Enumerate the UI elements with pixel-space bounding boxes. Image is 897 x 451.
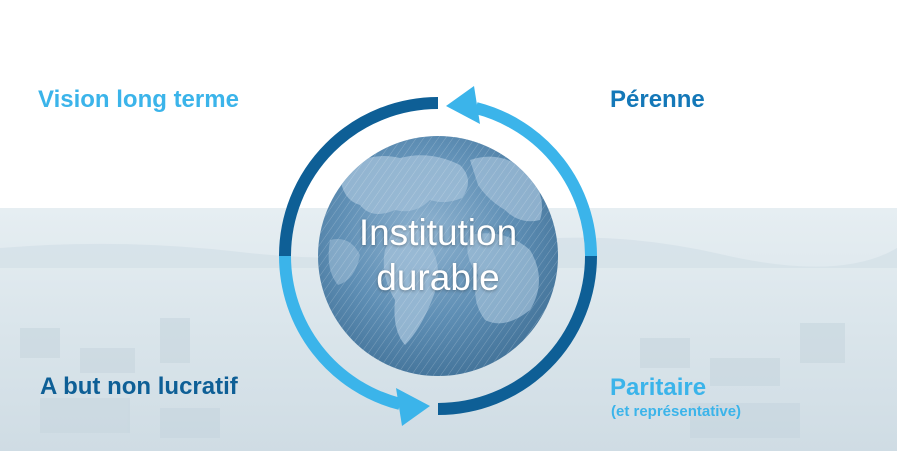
center-title: Institution durable [318,210,558,300]
label-but-non-lucratif: A but non lucratif [40,373,238,400]
center-title-line2: durable [376,257,500,298]
cycle-arrow-icon [279,86,597,426]
globe-icon [318,136,558,376]
center-title-line1: Institution [358,212,518,253]
label-vision-long-terme: Vision long terme [38,86,239,113]
label-perenne: Pérenne [610,86,705,113]
label-paritaire-subtitle: (et représentative) [611,403,742,420]
label-paritaire: Paritaire [610,374,707,401]
